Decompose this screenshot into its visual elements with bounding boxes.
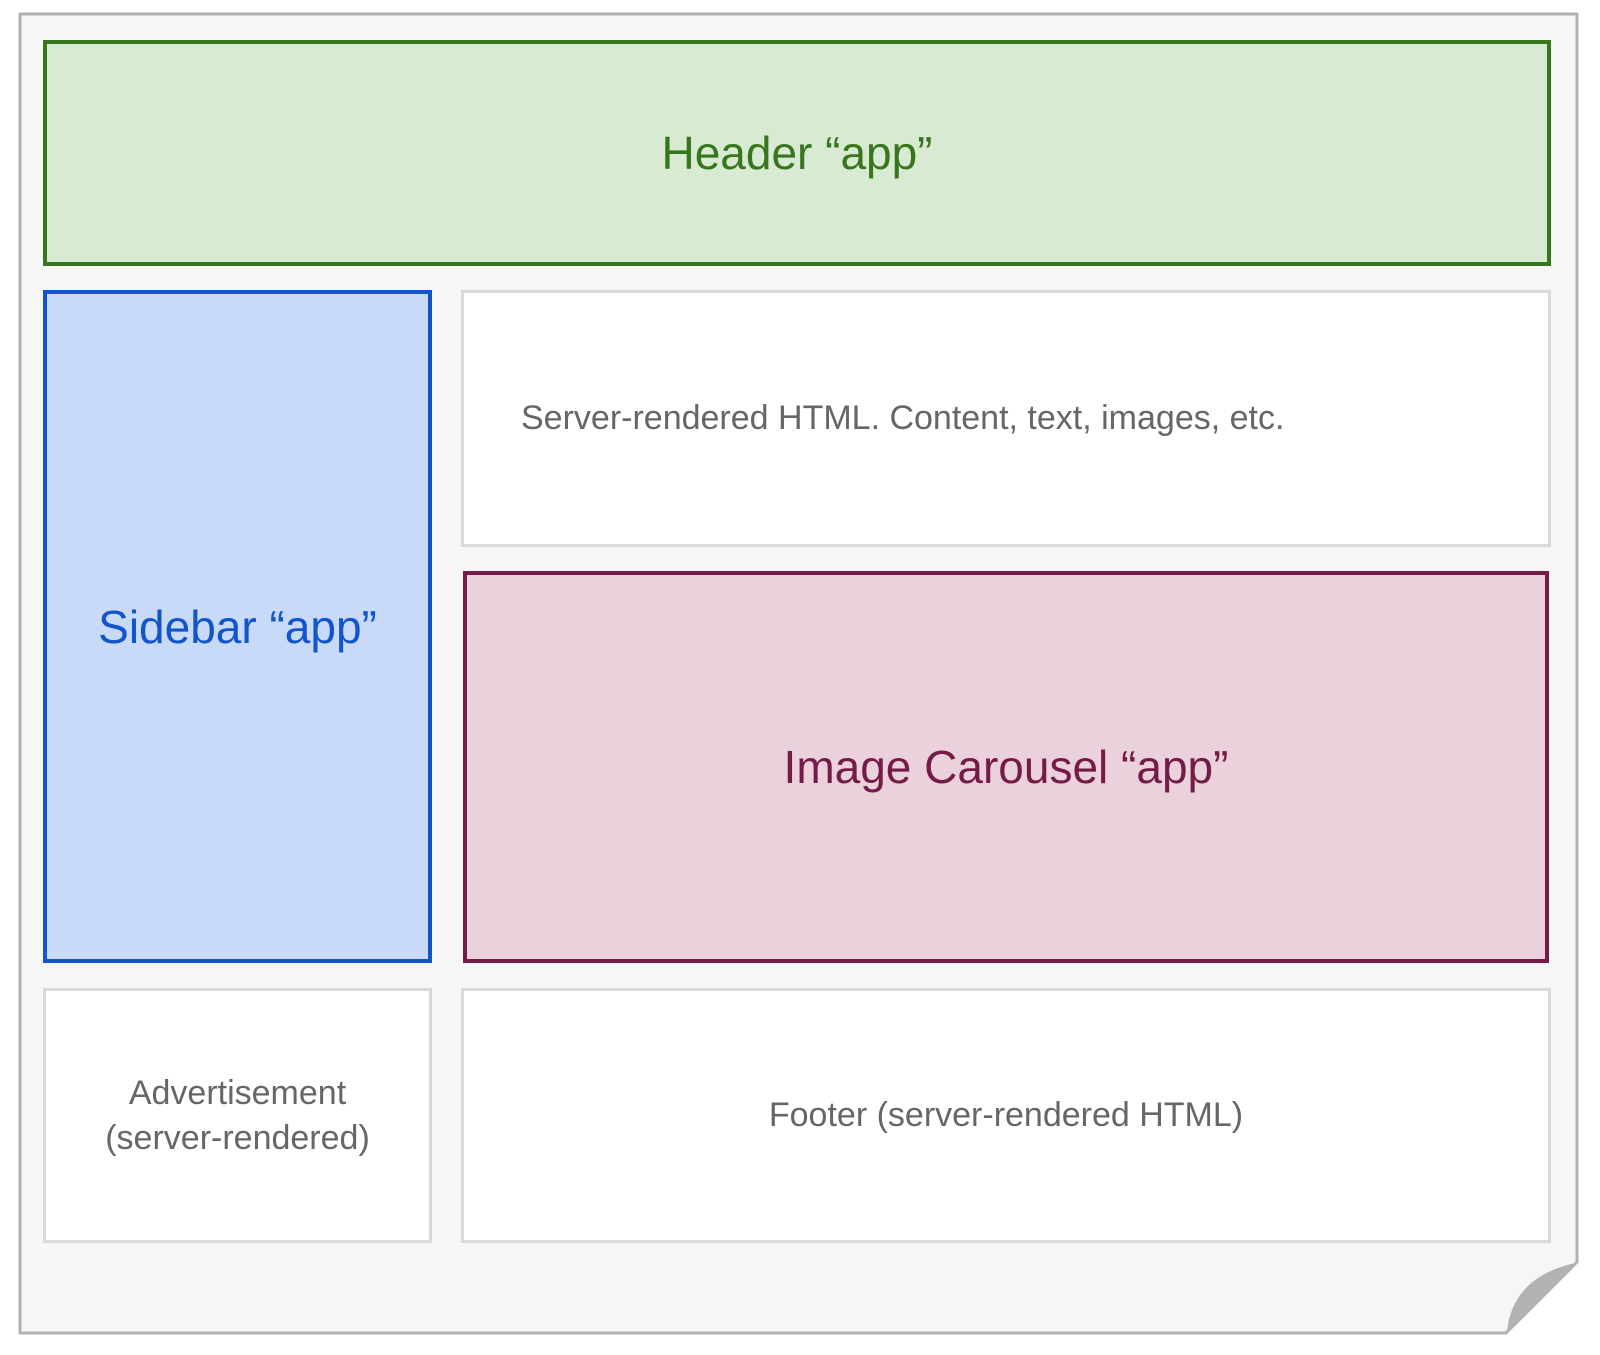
sidebar-app-box: Sidebar “app” — [43, 290, 432, 963]
header-app-label: Header “app” — [661, 127, 933, 179]
image-carousel-app-box: Image Carousel “app” — [463, 571, 1549, 963]
image-carousel-app-label: Image Carousel “app” — [783, 741, 1229, 793]
footer-box: Footer (server-rendered HTML) — [461, 988, 1551, 1243]
footer-label: Footer (server-rendered HTML) — [768, 1096, 1244, 1134]
advertisement-box: Advertisement (server-rendered) — [43, 988, 432, 1243]
server-rendered-content-box: Server-rendered HTML. Content, text, ima… — [461, 290, 1551, 547]
advertisement-label: Advertisement (server-rendered) — [105, 1074, 370, 1157]
folded-corner-icon — [1507, 1263, 1575, 1331]
sidebar-app-label: Sidebar “app” — [98, 600, 377, 653]
header-app-box: Header “app” — [43, 40, 1551, 266]
server-rendered-content-label: Server-rendered HTML. Content, text, ima… — [521, 399, 1285, 437]
